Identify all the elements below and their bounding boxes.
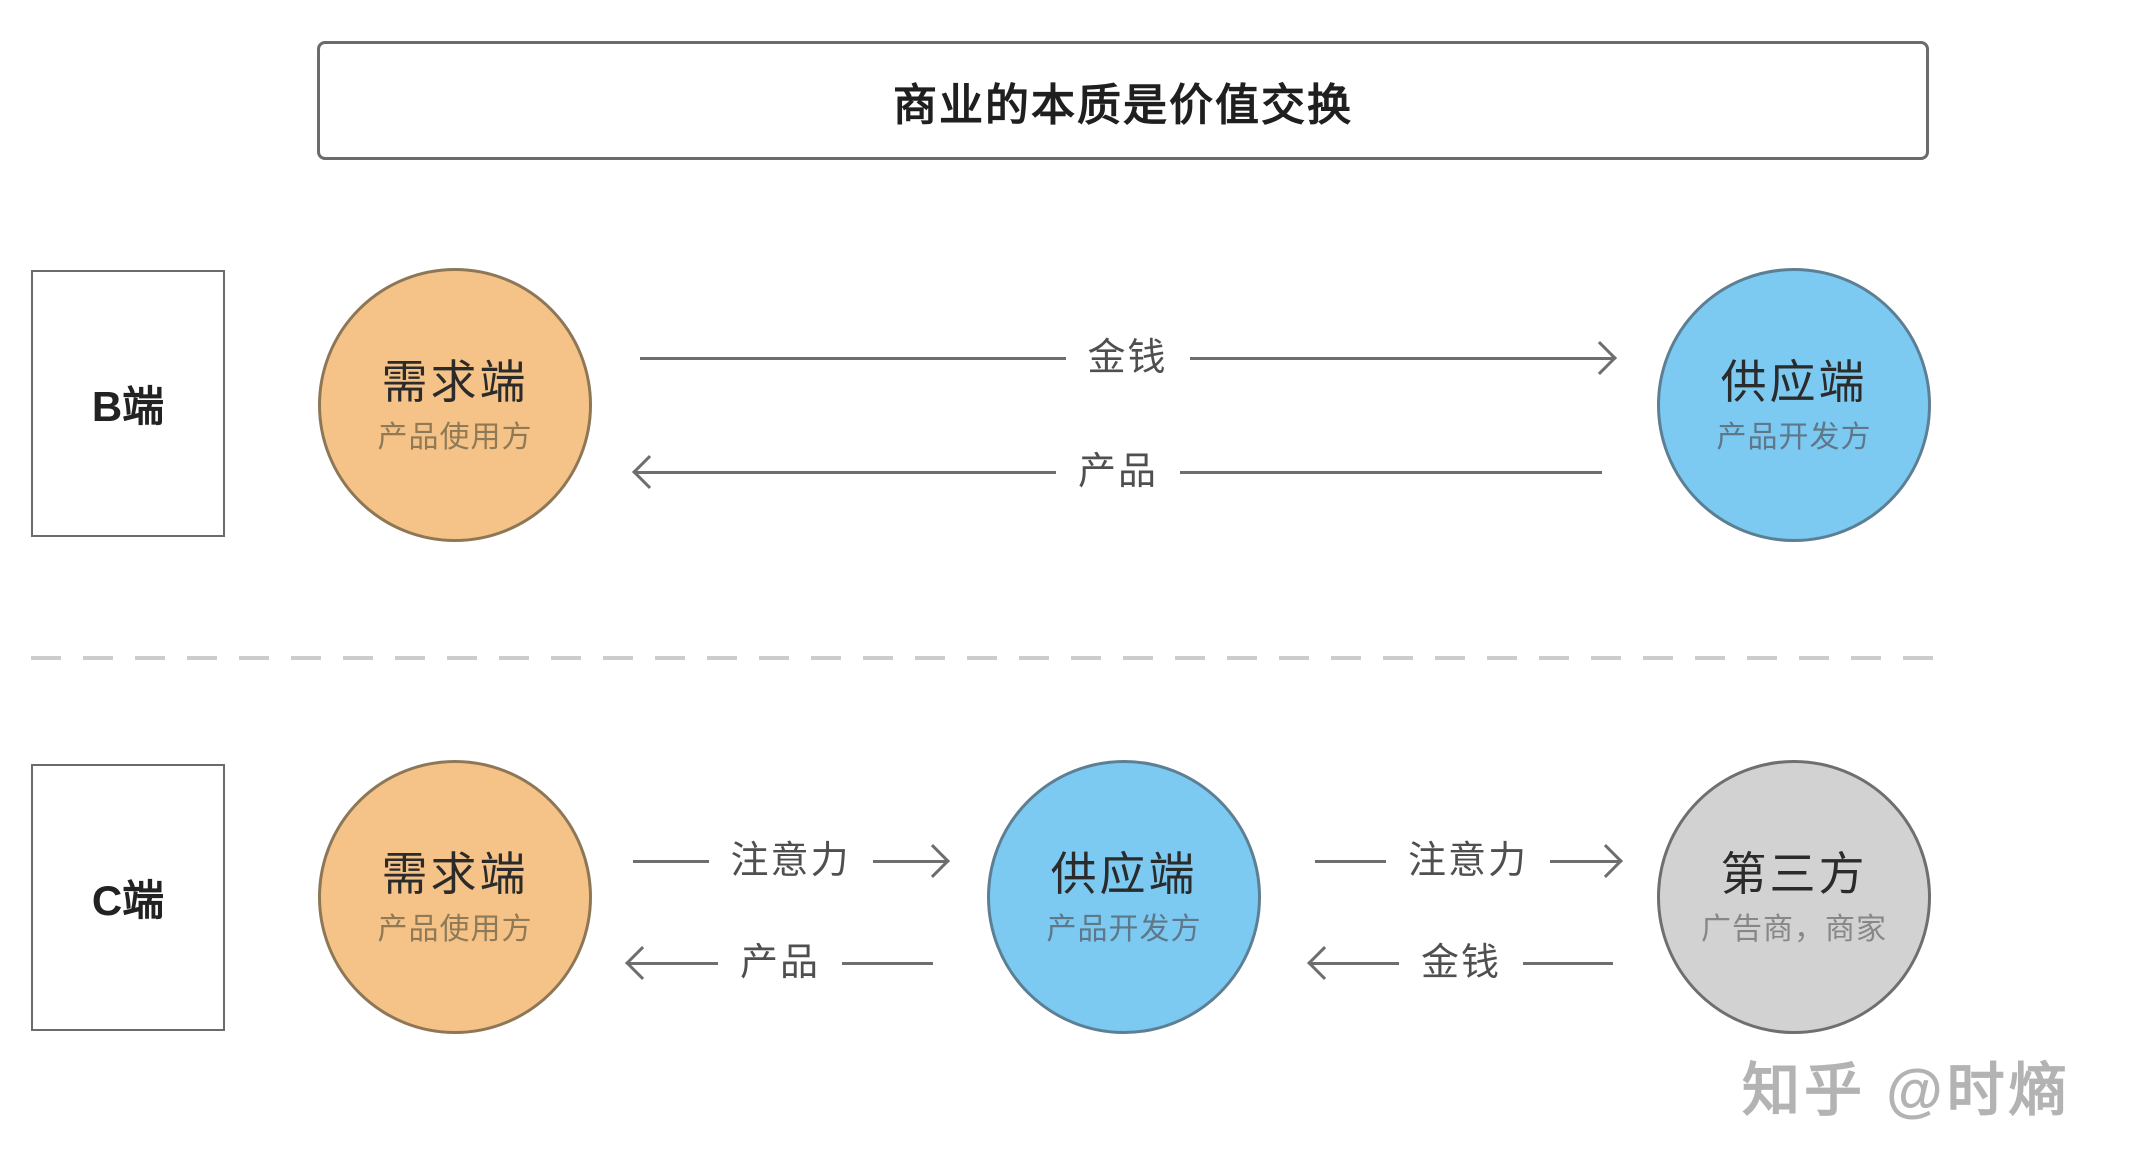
flow-product-c-label: 产品: [740, 942, 821, 984]
node-b-supply-subtitle: 产品开发方: [1716, 420, 1872, 454]
section-b-label-box: B端: [31, 270, 225, 537]
section-c-label-box: C端: [31, 764, 225, 1031]
node-c-third-party-title: 第三方: [1720, 848, 1868, 901]
node-c-demand: 需求端 产品使用方: [318, 760, 592, 1034]
flow-line: [1189, 356, 1616, 360]
section-b-label: B端: [91, 383, 165, 430]
flow-attention-c-right: 注意力: [1315, 831, 1623, 891]
node-b-demand-subtitle: 产品使用方: [377, 420, 533, 454]
arrowhead-left-icon: [632, 455, 666, 489]
section-c-label: C端: [91, 877, 165, 924]
watermark: 知乎 @时熵: [1742, 1058, 2071, 1123]
arrowhead-right-icon: [1583, 341, 1617, 375]
flow-line: [1309, 961, 1399, 965]
node-b-demand: 需求端 产品使用方: [318, 268, 592, 542]
arrowhead-right-icon: [916, 844, 950, 878]
flow-money-c: 金钱: [1307, 933, 1614, 993]
flow-line: [633, 859, 709, 863]
flow-money-b-label: 金钱: [1087, 337, 1168, 379]
flow-attention-c-right-label: 注意力: [1408, 840, 1529, 882]
flow-line: [1550, 859, 1622, 863]
diagram-title: 商业的本质是价值交换: [893, 80, 1353, 130]
section-divider: [31, 656, 1945, 660]
flow-line: [1180, 470, 1603, 474]
flow-product-b-label: 产品: [1078, 451, 1159, 493]
node-c-supply-title: 供应端: [1050, 848, 1198, 901]
flow-line: [1315, 859, 1386, 863]
title-box: 商业的本质是价值交换: [317, 41, 1929, 160]
node-c-supply-subtitle: 产品开发方: [1046, 912, 1202, 946]
flow-line: [872, 859, 949, 863]
node-c-supply: 供应端 产品开发方: [987, 760, 1261, 1034]
arrowhead-left-icon: [1307, 946, 1341, 980]
flow-line: [1523, 961, 1614, 965]
flow-product-b: 产品: [632, 442, 1603, 502]
flow-line: [634, 470, 1056, 474]
node-c-demand-title: 需求端: [381, 848, 529, 901]
node-b-supply: 供应端 产品开发方: [1657, 268, 1931, 542]
node-b-supply-title: 供应端: [1720, 356, 1868, 409]
flow-line: [640, 356, 1066, 360]
flow-product-c: 产品: [625, 933, 934, 993]
flow-money-b: 金钱: [640, 328, 1617, 388]
flow-money-c-label: 金钱: [1421, 942, 1502, 984]
arrowhead-right-icon: [1589, 844, 1623, 878]
flow-attention-c-left: 注意力: [633, 831, 950, 891]
node-c-third-party: 第三方 广告商，商家: [1657, 760, 1931, 1034]
arrowhead-left-icon: [625, 946, 659, 980]
flow-line: [842, 961, 934, 965]
node-b-demand-title: 需求端: [381, 356, 529, 409]
node-c-third-party-subtitle: 广告商，商家: [1701, 912, 1887, 946]
node-c-demand-subtitle: 产品使用方: [377, 912, 533, 946]
flow-line: [627, 961, 718, 965]
flow-attention-c-left-label: 注意力: [730, 840, 851, 882]
